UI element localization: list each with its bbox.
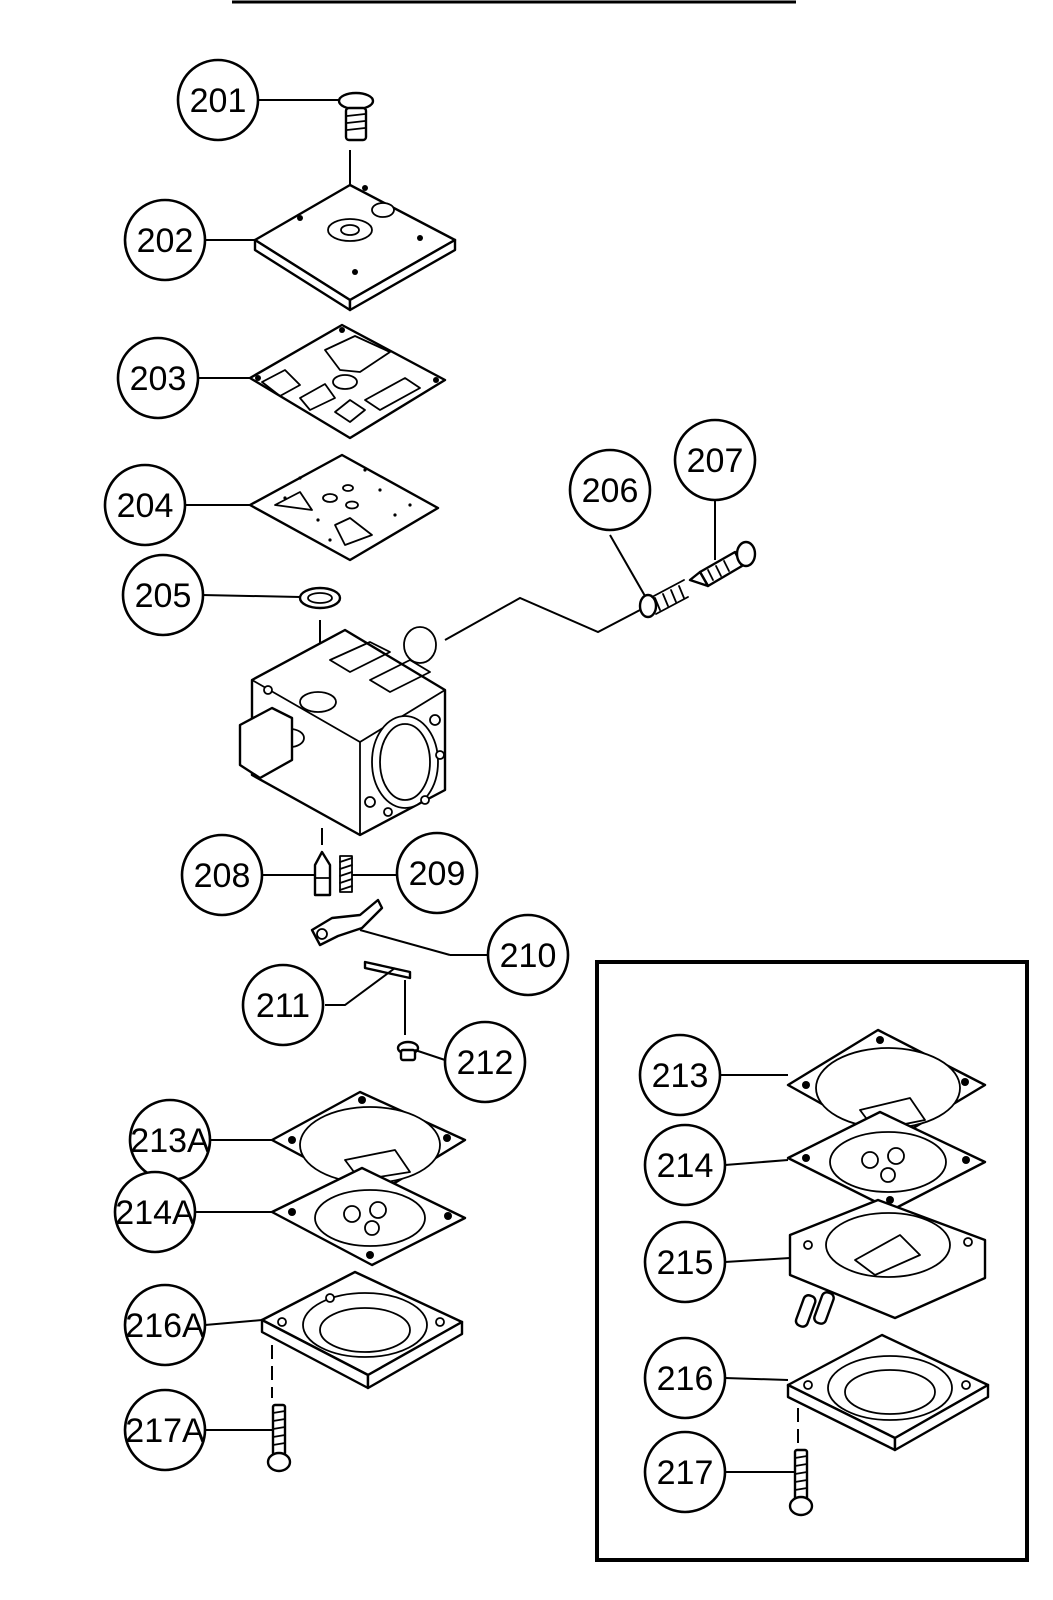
callout-label: 217A [125,1412,205,1450]
part-213-gasket [786,1028,987,1144]
callout-label: 207 [687,442,744,480]
callout-label: 215 [657,1244,714,1282]
part-203-gasket [248,323,447,440]
part-213A-gasket [270,1090,467,1197]
callout-217A: 217A [123,1388,207,1472]
callout-217: 217 [643,1430,727,1514]
part-212-screw [396,1040,420,1062]
callout-label: 214 [657,1147,714,1185]
callout-212: 212 [443,1020,527,1104]
part-208-needle [313,850,332,897]
callout-209: 209 [395,831,479,915]
callout-216: 216 [643,1336,727,1420]
callout-label: 204 [117,487,174,525]
callout-201: 201 [176,58,260,142]
callout-label: 212 [457,1044,514,1082]
callout-213: 213 [638,1033,722,1117]
callout-211: 211 [241,963,325,1047]
part-217-screw [788,1448,814,1517]
part-207-needle-screw [688,540,757,588]
callout-207: 207 [673,418,757,502]
callout-205: 205 [121,553,205,637]
part-210-control-lever [310,898,451,956]
callout-210: 210 [486,913,570,997]
callout-label: 208 [194,857,251,895]
callout-208: 208 [180,833,264,917]
callout-214A: 214A [113,1170,197,1254]
part-204-diaphragm [248,453,440,562]
callout-label: 216 [657,1360,714,1398]
callout-203: 203 [116,336,200,420]
part-209-spring [339,855,353,893]
callout-206: 206 [568,448,652,532]
carburetor-body [238,626,447,845]
callout-label: 203 [130,360,187,398]
callout-214: 214 [643,1123,727,1207]
callout-204: 204 [103,463,187,547]
callout-label: 201 [190,82,247,120]
part-214-diaphragm [786,1110,987,1212]
part-202-pump-cover [253,183,457,312]
callout-label: 206 [582,472,639,510]
callout-label: 209 [409,855,466,893]
part-214A-diaphragm [270,1166,467,1267]
callout-label: 211 [256,987,310,1025]
callout-label: 210 [500,937,557,975]
callout-216A: 216A [123,1283,207,1367]
callout-label: 205 [135,577,192,615]
part-215-pump-body [788,1198,987,1328]
callout-label: 217 [657,1454,714,1492]
callout-label: 216A [125,1307,205,1345]
part-217A-screw [266,1403,292,1473]
leader-206-path [444,596,641,641]
callout-label: 202 [137,222,194,260]
part-201-screw [337,91,375,190]
callout-label: 213A [130,1122,210,1160]
callout-213A: 213A [128,1098,212,1182]
inset-box [595,960,1029,1562]
callout-215: 215 [643,1220,727,1304]
callout-label: 213 [652,1057,709,1095]
callout-label: 214A [115,1194,195,1232]
leader-lines [185,99,795,1473]
callout-202: 202 [123,198,207,282]
part-216A-cover [260,1270,464,1398]
part-206-spring [638,579,689,619]
part-216-cover [786,1333,990,1452]
